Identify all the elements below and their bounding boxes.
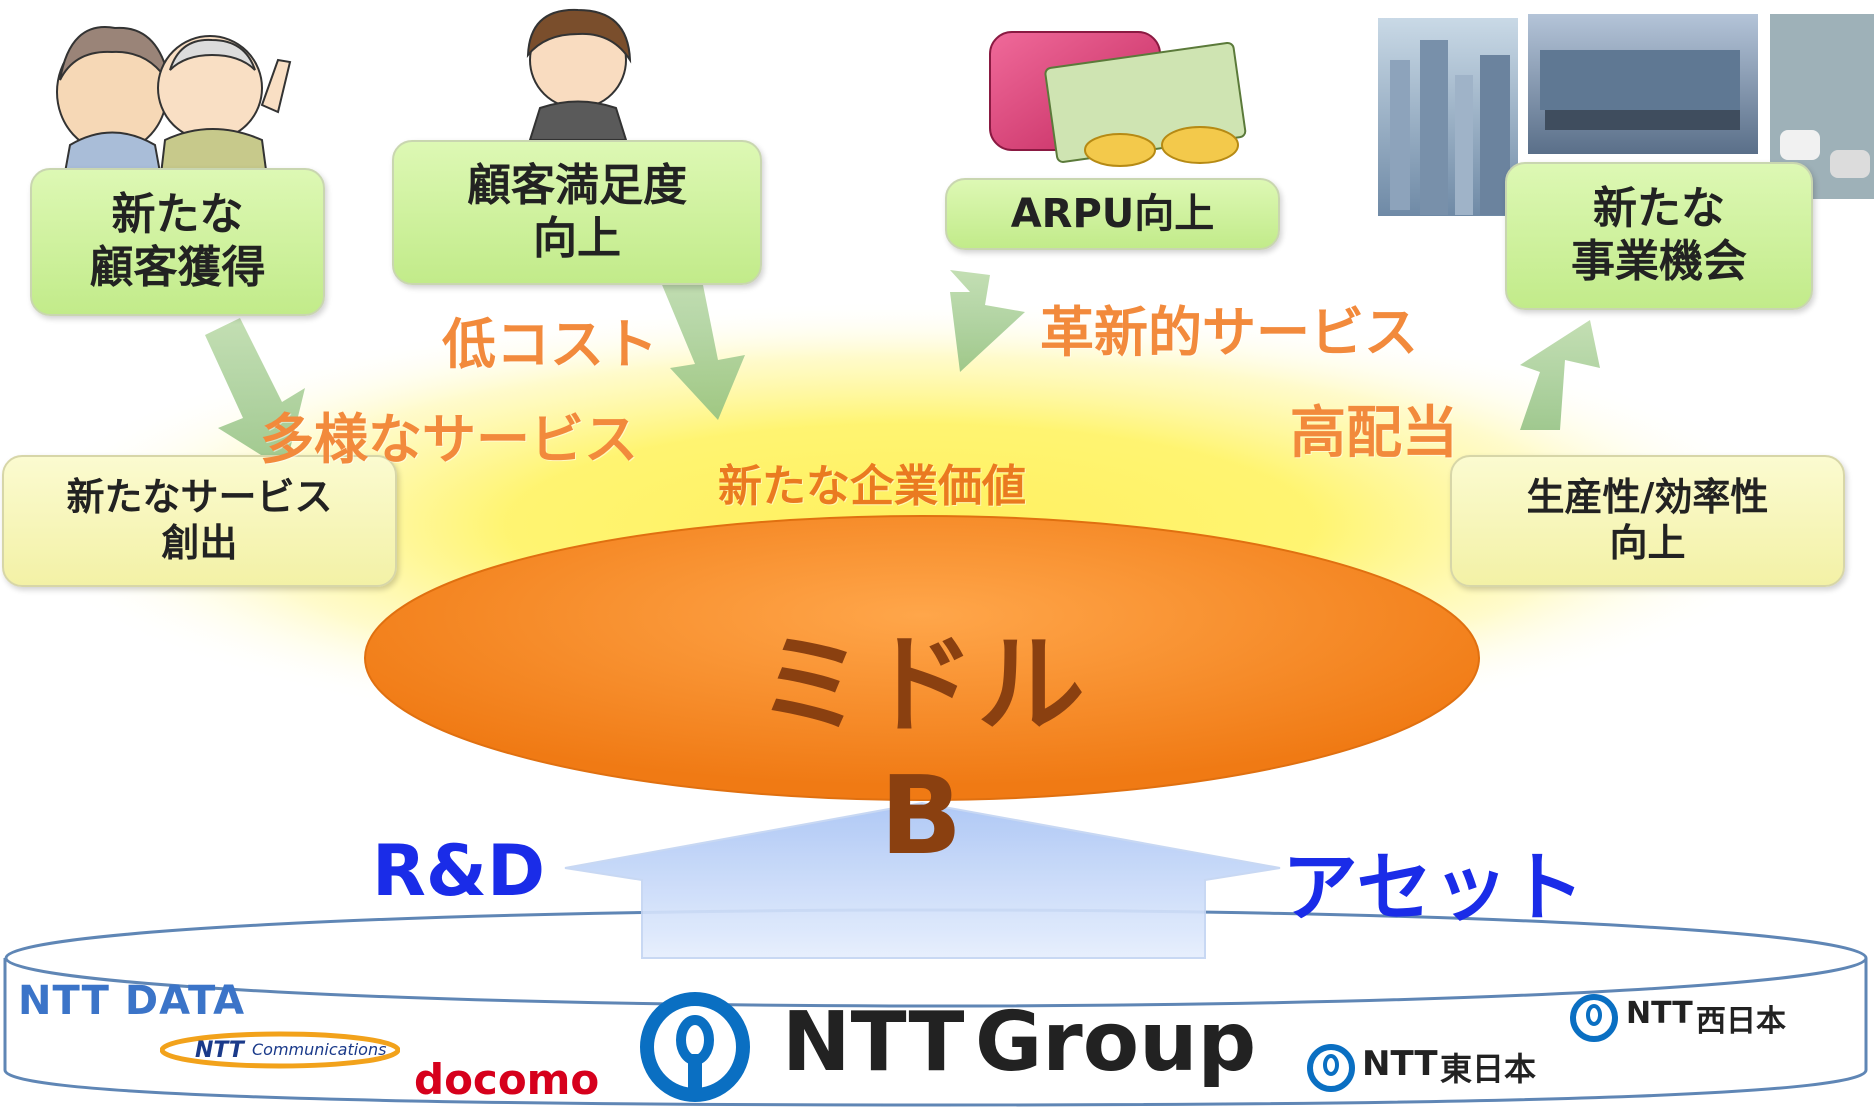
box-customer-satisfaction: 顧客満足度 向上 [392, 140, 762, 285]
logo-ntt-east-word: 東日本 [1440, 1050, 1537, 1088]
box-arpu-improvement: ARPU向上 [945, 178, 1280, 250]
wallet-money-illustration [989, 31, 1247, 167]
logo-ntt-east-brand: NTT [1362, 1044, 1438, 1084]
box-new-business-opportunity-label: 新たな 事業機会 [1571, 183, 1747, 287]
logo-docomo: docomo [414, 1055, 600, 1104]
box-new-customer-acquisition-label: 新たな 顧客獲得 [89, 189, 266, 293]
arrow-satisfaction [660, 270, 745, 420]
box-new-business-opportunity: 新たな 事業機会 [1505, 162, 1813, 310]
arrow-new-business [1520, 320, 1600, 430]
box-new-service-creation: 新たなサービス 創出 [2, 455, 397, 587]
box-arpu-improvement-label: ARPU向上 [1010, 191, 1215, 237]
logo-ntt-communications-word: Communications [252, 1040, 387, 1059]
box-productivity-improvement: 生産性/効率性 向上 [1450, 455, 1845, 587]
city-photos [1378, 14, 1874, 216]
ntt-west-logo-icon [1570, 994, 1618, 1042]
arrow-new-customers [205, 318, 305, 470]
logo-ntt-west-brand: NTT [1626, 996, 1693, 1031]
logo-ntt-group-brand: NTT [782, 995, 965, 1090]
box-new-customer-acquisition: 新たな 顧客獲得 [30, 168, 325, 316]
green-arrows [205, 270, 1600, 470]
middle-b-ellipse [364, 515, 1480, 801]
woman-illustration [526, 8, 632, 141]
label-innovative-service: 革新的サービス [1040, 301, 1418, 364]
logo-ntt-communications: NTT Communications [159, 1030, 401, 1074]
middle-b-title: ミドルB [756, 623, 1087, 879]
label-asset: アセット [1282, 843, 1585, 932]
logo-ntt-communications-brand: NTT [195, 1038, 244, 1063]
label-high-dividend: 高配当 [1290, 401, 1458, 466]
label-low-cost: 低コスト [442, 313, 658, 376]
logo-ntt-west-word: 西日本 [1696, 1004, 1786, 1039]
box-productivity-improvement-label: 生産性/効率性 向上 [1526, 475, 1769, 565]
logo-ntt-group-word: Group [975, 995, 1257, 1090]
ntt-communications-swoosh-icon [159, 1031, 401, 1069]
logo-ntt-data: NTT DATA [18, 978, 246, 1024]
box-new-service-creation-label: 新たなサービス 創出 [66, 475, 333, 565]
ntt-east-logo-icon [1307, 1044, 1355, 1092]
box-customer-satisfaction-label: 顧客満足度 向上 [467, 159, 687, 264]
label-diverse-services: 多様なサービス [260, 408, 638, 471]
label-new-corporate-value: 新たな企業価値 [718, 461, 1026, 512]
arrow-arpu [950, 270, 1025, 372]
label-rd: R&D [372, 830, 546, 912]
up-arrow [564, 801, 1281, 959]
ntt-group-logo-icon [640, 992, 750, 1102]
